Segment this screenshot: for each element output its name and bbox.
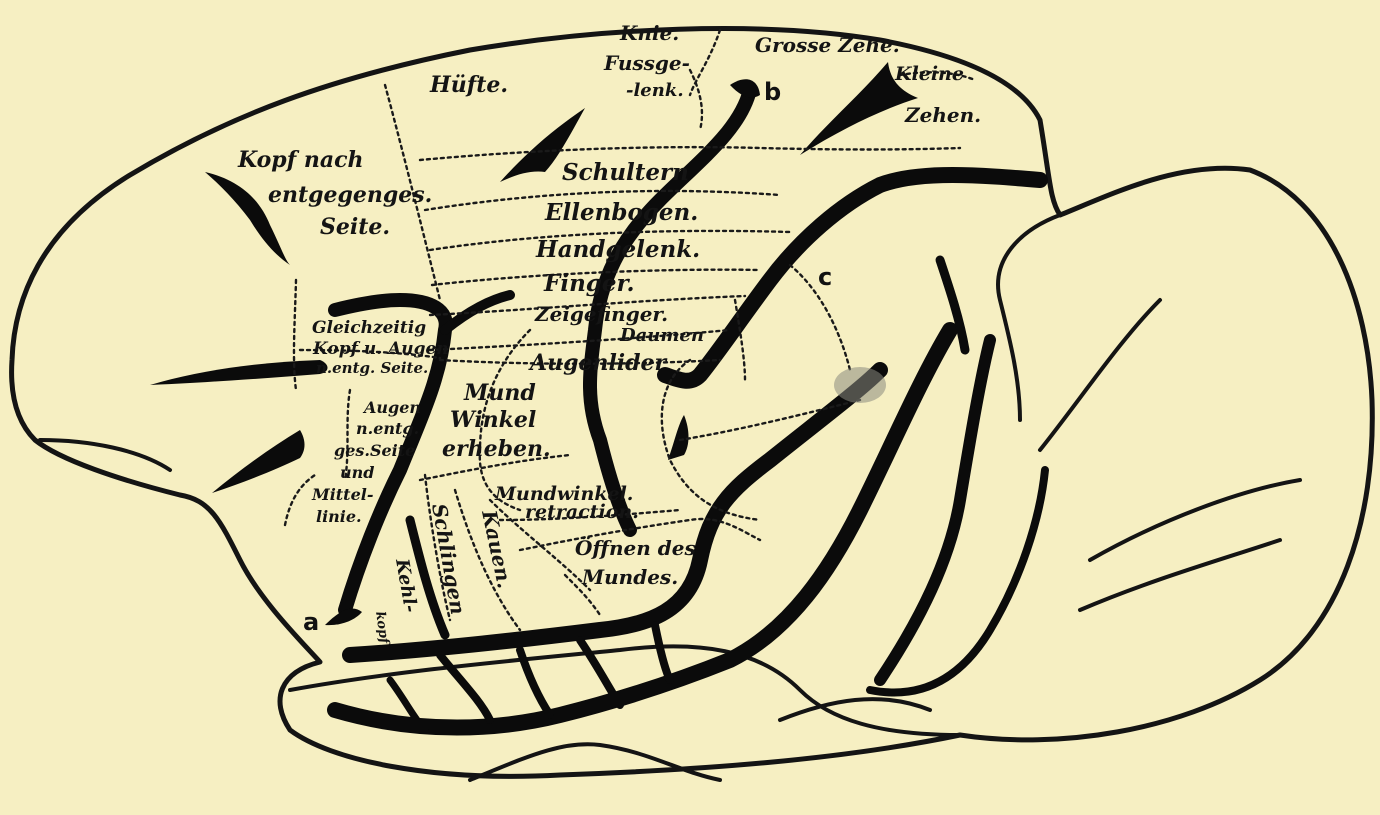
label-augen-und: und: [340, 463, 374, 482]
wedge-sulcus-b-tip: [730, 79, 760, 97]
label-mundes: Mundes.: [581, 565, 678, 589]
boundary-line: [690, 70, 702, 130]
label-daumen: Daumen: [619, 325, 704, 346]
sulcus-a-branch: [445, 295, 510, 330]
label-fussgelenk-2: -lenk.: [626, 80, 684, 101]
lateral-lower-fold: [780, 699, 930, 720]
label-n-entg-seite: n.entg. Seite.: [316, 359, 428, 377]
marker-c: c: [818, 263, 832, 291]
label-zehen: Zehen.: [904, 103, 981, 127]
label-kopf-small: kopf: [372, 610, 392, 647]
wedge-sulcus-c-tip: [668, 415, 689, 460]
label-schultern: Schultern: [562, 159, 689, 186]
label-finger: Finger.: [543, 270, 635, 297]
boundary-line: [294, 280, 296, 390]
label-oeffnen-des: Öffnen des: [575, 535, 696, 560]
wedge-frontal-low: [212, 430, 305, 493]
occipital-fold-3: [1040, 300, 1160, 450]
smudge-mark: [834, 367, 886, 403]
label-winkel: Winkel: [450, 407, 536, 433]
boundary-line: [420, 147, 960, 160]
temporal-branch-3: [655, 625, 670, 680]
occipital-fold-1: [1090, 480, 1300, 560]
label-augen-n-entg: n.entg.: [356, 419, 419, 438]
label-grosse-zehe: Grosse Zehe.: [755, 33, 900, 57]
wedge-sulcus-a-tip: [325, 608, 362, 625]
label-augenlider: Augenlider: [528, 350, 668, 376]
label-augen-mittel: Mittel-: [311, 485, 373, 504]
label-kopf-u-augen: Kopf u. Augen: [312, 339, 449, 359]
boundary-line: [690, 30, 720, 95]
label-kopf-entgegenges: entgegenges.: [268, 182, 432, 208]
label-augen: Augen: [362, 398, 421, 417]
label-erheben: erheben.: [442, 436, 551, 462]
label-mund: Mund: [463, 380, 536, 406]
label-kleine: Kleine: [894, 63, 964, 85]
label-ellenbogen: Ellenbogen.: [544, 199, 698, 226]
label-handgelenk: Handgelenk.: [535, 236, 700, 263]
cortex-outline: [12, 29, 1373, 777]
label-kopf-seite: Seite.: [320, 214, 390, 240]
posterior-fold: [998, 215, 1060, 420]
label-augen-ges-seite: ges.Seite: [334, 441, 415, 460]
label-kehl: Kehl-: [391, 556, 421, 614]
label-gleichzeitig: Gleichzeitig: [312, 318, 426, 338]
boundary-line: [285, 475, 315, 525]
label-retraction: retraction.: [525, 501, 639, 523]
wedge-frontal-mid: [150, 360, 328, 385]
parallel-sulcus: [880, 340, 990, 680]
label-zeigefinger: Zeigefinger.: [534, 302, 668, 326]
label-knie: Knie.: [619, 21, 679, 45]
label-fussgelenk-1: Fussge-: [603, 51, 690, 75]
marker-b: b: [764, 78, 781, 106]
label-kopf-nach: Kopf nach: [237, 147, 363, 173]
marker-a: a: [303, 608, 319, 636]
label-augen-linie: linie.: [316, 507, 362, 526]
label-huefte: Hüfte.: [429, 72, 508, 98]
